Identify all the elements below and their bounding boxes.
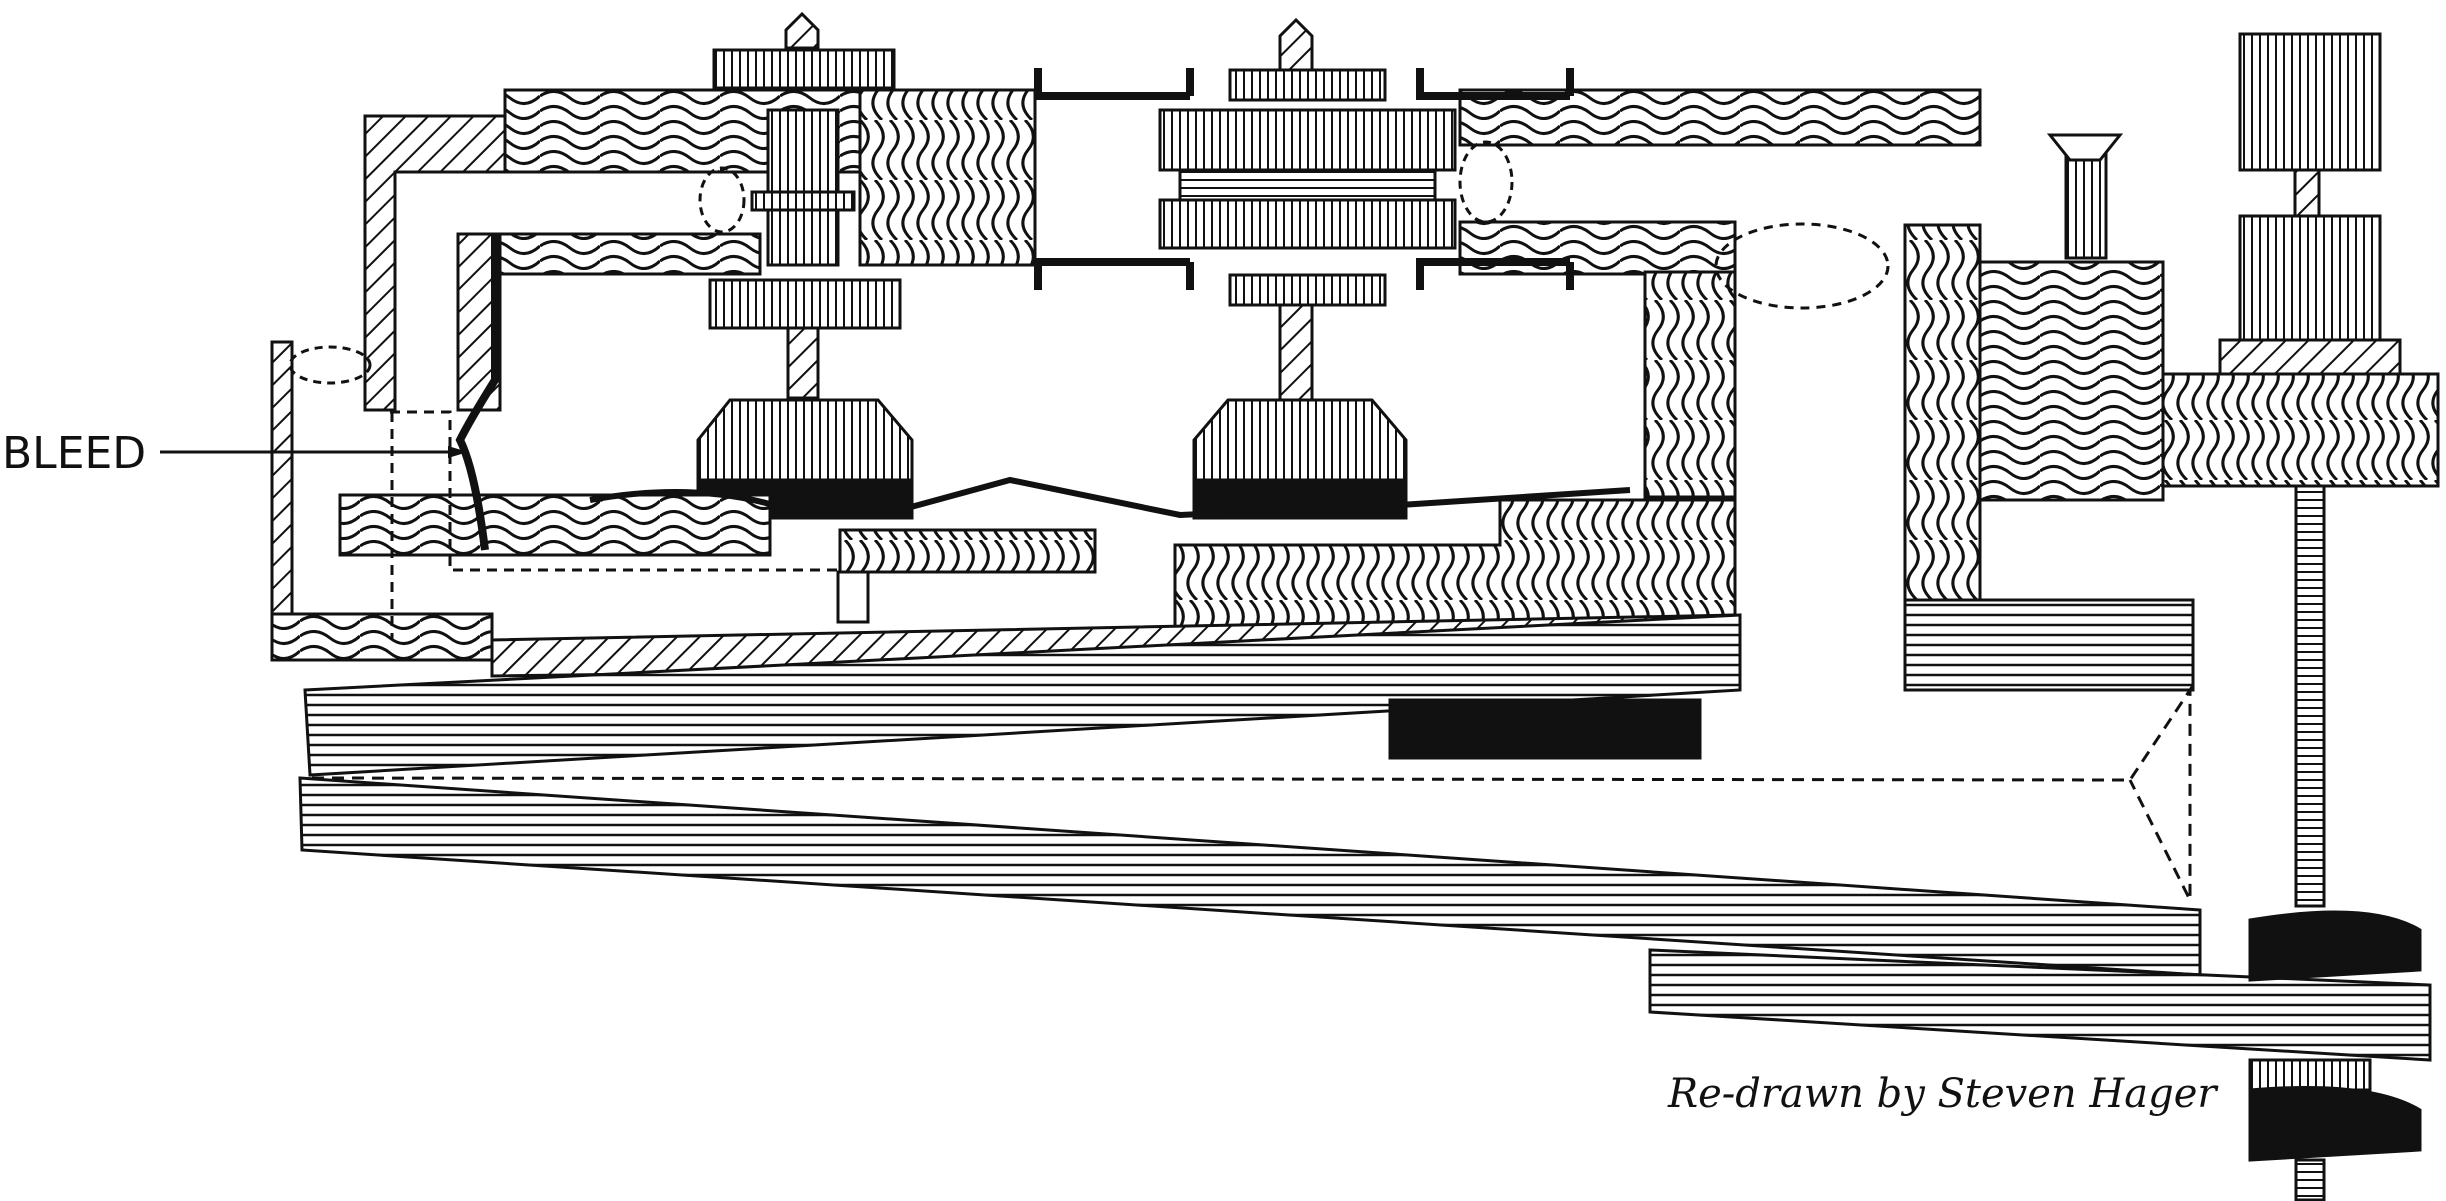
bleed-arrow-head xyxy=(448,446,468,458)
lever-bellows xyxy=(298,484,2432,1201)
left-channel-frame xyxy=(270,114,507,662)
valve-left xyxy=(696,11,914,520)
bleed-label: BLEED xyxy=(2,428,146,479)
bleed-label-group: BLEED xyxy=(2,428,468,479)
valve-center xyxy=(1034,17,1574,520)
right-block xyxy=(1714,32,2440,692)
chest-body xyxy=(338,270,1737,678)
top-rail xyxy=(498,88,1982,276)
credit-label: Re-drawn by Steven Hager xyxy=(1667,1071,2219,1117)
bleed-path xyxy=(288,235,1631,640)
